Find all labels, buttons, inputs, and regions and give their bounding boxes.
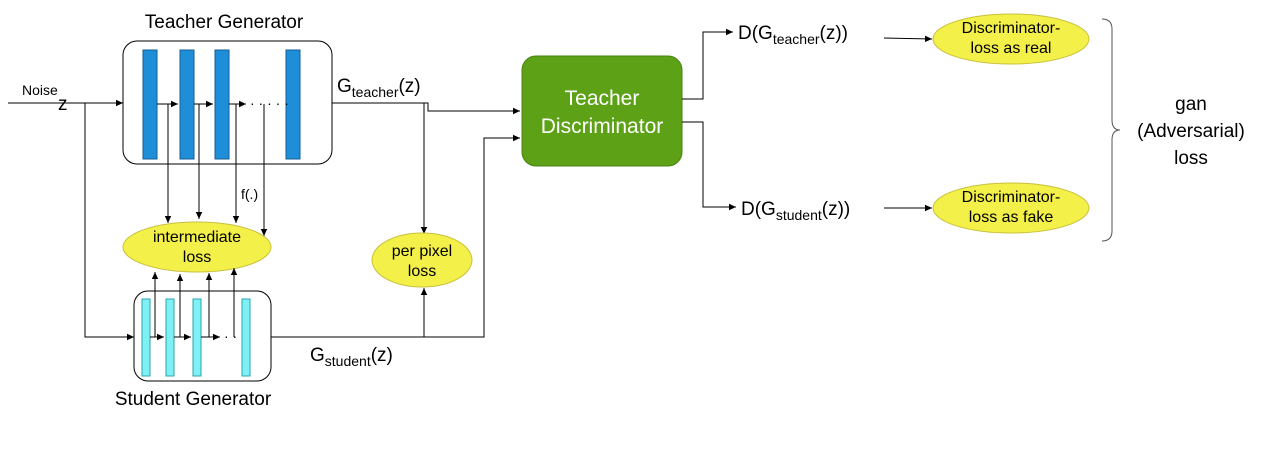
loss-real-ellipse: [932, 13, 1090, 65]
loss-fake-line1: Discriminator-: [962, 189, 1061, 206]
discriminator-line1: Teacher: [565, 87, 640, 110]
grouping-brace: [1101, 18, 1121, 242]
noise-var: z: [58, 94, 68, 115]
teacher-layer-1: [142, 49, 158, 160]
per-pixel-loss-line2: loss: [408, 263, 436, 280]
student-generator-title: Student Generator: [115, 389, 272, 410]
disc-to-dstudent-arrow: [682, 121, 736, 211]
intermediate-loss-line1: intermediate: [153, 229, 241, 246]
teacher-dots: · · · · ·: [250, 95, 289, 111]
disc-to-dteacher-arrow: [682, 28, 733, 100]
gan-loss-line1: gan: [1175, 94, 1207, 115]
teacher-layer-2: [179, 49, 195, 160]
discriminator-line2: Discriminator: [541, 115, 664, 138]
student-layer-4: [241, 298, 251, 377]
teacher-layer-3: [214, 49, 230, 160]
loss-fake-line2: loss as fake: [969, 209, 1054, 226]
intermediate-loss-line2: loss: [183, 249, 211, 266]
student-layer-1: [141, 298, 151, 377]
teacher-output-label: Gteacher(z): [337, 76, 421, 100]
gan-loss-line2: (Adversarial): [1137, 121, 1245, 142]
student-layer-2: [165, 298, 175, 377]
loss-fake-ellipse: [932, 182, 1090, 234]
feature-fn-label: f(.): [241, 186, 258, 202]
gan-loss-line3: loss: [1174, 148, 1208, 169]
per-pixel-loss-ellipse: [371, 232, 473, 288]
student-layer-3: [192, 298, 202, 377]
student-dots: · ·: [224, 328, 237, 344]
student-output-label: Gstudent(z): [310, 345, 393, 369]
loss-real-line2: loss as real: [971, 40, 1052, 57]
dteacher-to-real-arrow: [883, 35, 933, 43]
d-student-label: D(Gstudent(z)): [741, 199, 850, 223]
loss-real-line1: Discriminator-: [962, 20, 1061, 37]
teacher-to-discriminator-arrow: [332, 102, 520, 115]
teacher-discriminator-box: [521, 55, 683, 167]
noise-to-student-arrow: [84, 103, 134, 341]
d-teacher-label: D(Gteacher(z)): [738, 23, 848, 47]
noise-label: Noise: [22, 82, 58, 98]
teacher-generator-title: Teacher Generator: [145, 12, 304, 33]
intermediate-loss-ellipse: [122, 221, 272, 273]
teacher-layer-4: [285, 49, 301, 160]
student-to-discriminator-arrow: [271, 134, 520, 338]
per-pixel-loss-line1: per pixel: [392, 243, 452, 260]
